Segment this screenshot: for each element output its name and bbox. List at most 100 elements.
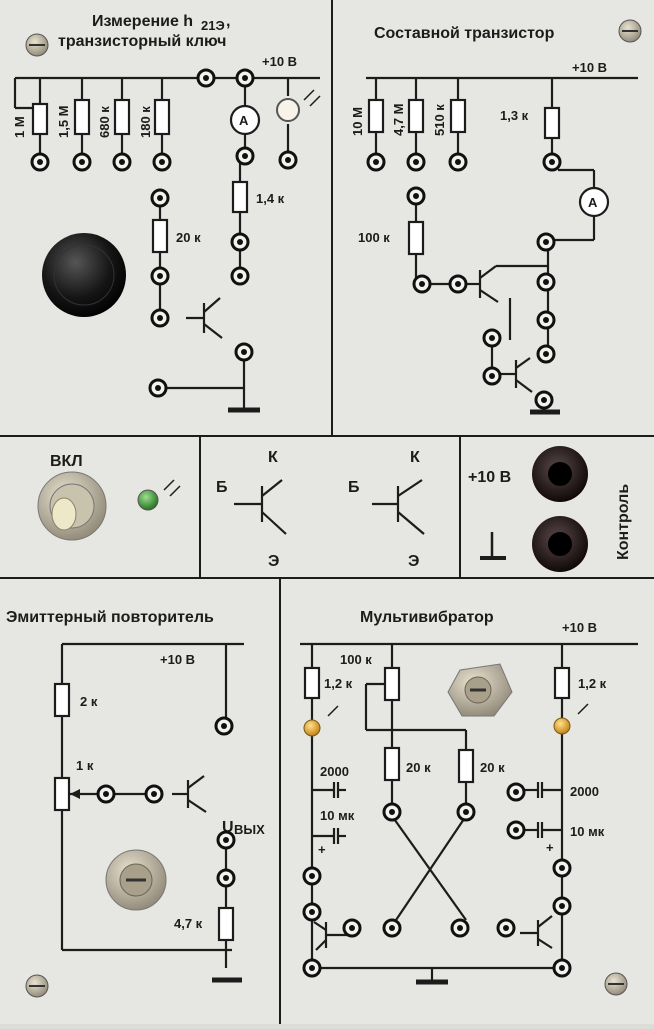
jack-hole xyxy=(285,157,291,163)
svg-text:A: A xyxy=(588,195,598,210)
adjust-screw-icon[interactable] xyxy=(105,849,167,911)
jack-hole xyxy=(223,875,229,881)
jack-hole xyxy=(513,789,519,795)
svg-text:A: A xyxy=(239,113,249,128)
adjust-screw-icon[interactable] xyxy=(447,663,513,717)
resistor xyxy=(383,746,401,782)
power-led-icon xyxy=(137,479,181,511)
section-subtitle: транзисторный ключ xyxy=(58,33,226,50)
control-label: Контроль xyxy=(615,484,632,560)
jack-hole xyxy=(157,273,163,279)
led-icon xyxy=(276,89,321,122)
section-title: Измерение h xyxy=(92,13,193,30)
jack-hole xyxy=(157,315,163,321)
section-title: Составной транзистор xyxy=(374,25,555,42)
resistor xyxy=(407,220,425,256)
svg-text:21Э: 21Э xyxy=(201,18,225,33)
binding-post-ground[interactable] xyxy=(532,516,588,572)
jack-hole xyxy=(413,193,419,199)
jack-hole xyxy=(373,159,379,165)
power-toggle-switch[interactable] xyxy=(37,471,107,541)
jack-hole xyxy=(157,195,163,201)
socket-group[interactable] xyxy=(30,68,572,978)
svg-text:20 к: 20 к xyxy=(406,760,431,775)
jack-hole xyxy=(463,809,469,815)
jack-hole xyxy=(543,239,549,245)
binding-post-positive[interactable] xyxy=(532,446,588,502)
svg-text:1,5 М: 1,5 М xyxy=(56,105,71,138)
jack-hole xyxy=(455,159,461,165)
supply-label: +10 В xyxy=(562,620,597,635)
resistor xyxy=(217,906,235,942)
jack-hole xyxy=(559,965,565,971)
resistor xyxy=(151,218,169,254)
jack-hole xyxy=(489,335,495,341)
svg-text:+: + xyxy=(546,840,554,855)
led-icon xyxy=(553,703,589,735)
resistor xyxy=(153,98,171,136)
resistor xyxy=(113,98,131,136)
jack-hole xyxy=(419,281,425,287)
resistor xyxy=(543,106,561,140)
jack-hole xyxy=(549,159,555,165)
jack-hole xyxy=(155,385,161,391)
jack-hole xyxy=(457,925,463,931)
jack-hole xyxy=(389,925,395,931)
resistor xyxy=(553,666,571,700)
resistor xyxy=(407,98,425,134)
power-label: ВКЛ xyxy=(50,453,83,470)
supply-label: +10 В xyxy=(262,54,297,69)
supply-label: +10 В xyxy=(160,652,195,667)
section-control: +10 В Контроль xyxy=(468,446,632,572)
resistor xyxy=(457,748,475,784)
jack-hole xyxy=(103,791,109,797)
section-pinout: Б К Э Б К Э xyxy=(216,449,425,570)
svg-text:1,3 к: 1,3 к xyxy=(500,108,529,123)
jack-hole xyxy=(503,925,509,931)
potentiometer-knob[interactable] xyxy=(42,233,126,317)
svg-text:К: К xyxy=(410,449,420,466)
svg-text:2000: 2000 xyxy=(320,764,349,779)
jack-hole xyxy=(203,75,209,81)
svg-text:ВЫХ: ВЫХ xyxy=(234,822,265,837)
jack-hole xyxy=(159,159,165,165)
svg-text:2000: 2000 xyxy=(570,784,599,799)
jack-hole xyxy=(237,273,243,279)
svg-text:Б: Б xyxy=(216,479,228,496)
jack-hole xyxy=(455,281,461,287)
supply-label: +10 В xyxy=(572,60,607,75)
jack-hole xyxy=(413,159,419,165)
section-power: ВКЛ xyxy=(37,453,181,541)
jack-hole xyxy=(79,159,85,165)
section-multivibrator: Мультивибратор +10 В xyxy=(300,609,638,985)
jack-hole xyxy=(242,75,248,81)
svg-text:U: U xyxy=(222,819,234,836)
resistor xyxy=(73,98,91,136)
svg-text:10 мк: 10 мк xyxy=(570,824,605,839)
svg-text:10 М: 10 М xyxy=(350,107,365,136)
svg-text:1 к: 1 к xyxy=(76,758,94,773)
jack-hole xyxy=(559,903,565,909)
svg-text:4,7 к: 4,7 к xyxy=(174,916,203,931)
resistor xyxy=(231,180,249,214)
screw-icon xyxy=(25,19,642,998)
svg-text:Э: Э xyxy=(268,553,279,570)
jack-hole xyxy=(242,153,248,159)
potentiometer xyxy=(383,666,401,702)
svg-text:Э: Э xyxy=(408,553,419,570)
svg-text:+: + xyxy=(318,842,326,857)
resistor xyxy=(449,98,467,134)
resistor xyxy=(31,102,49,136)
resistor xyxy=(367,98,385,134)
svg-text:10 мк: 10 мк xyxy=(320,808,355,823)
svg-text:,: , xyxy=(226,13,230,30)
svg-text:1,4 к: 1,4 к xyxy=(256,191,285,206)
led-icon xyxy=(303,705,339,737)
jack-hole xyxy=(221,723,227,729)
svg-text:4,7 М: 4,7 М xyxy=(391,103,406,136)
supply-label: +10 В xyxy=(468,469,511,486)
jack-hole xyxy=(559,865,565,871)
jack-hole xyxy=(389,809,395,815)
jack-hole xyxy=(223,837,229,843)
